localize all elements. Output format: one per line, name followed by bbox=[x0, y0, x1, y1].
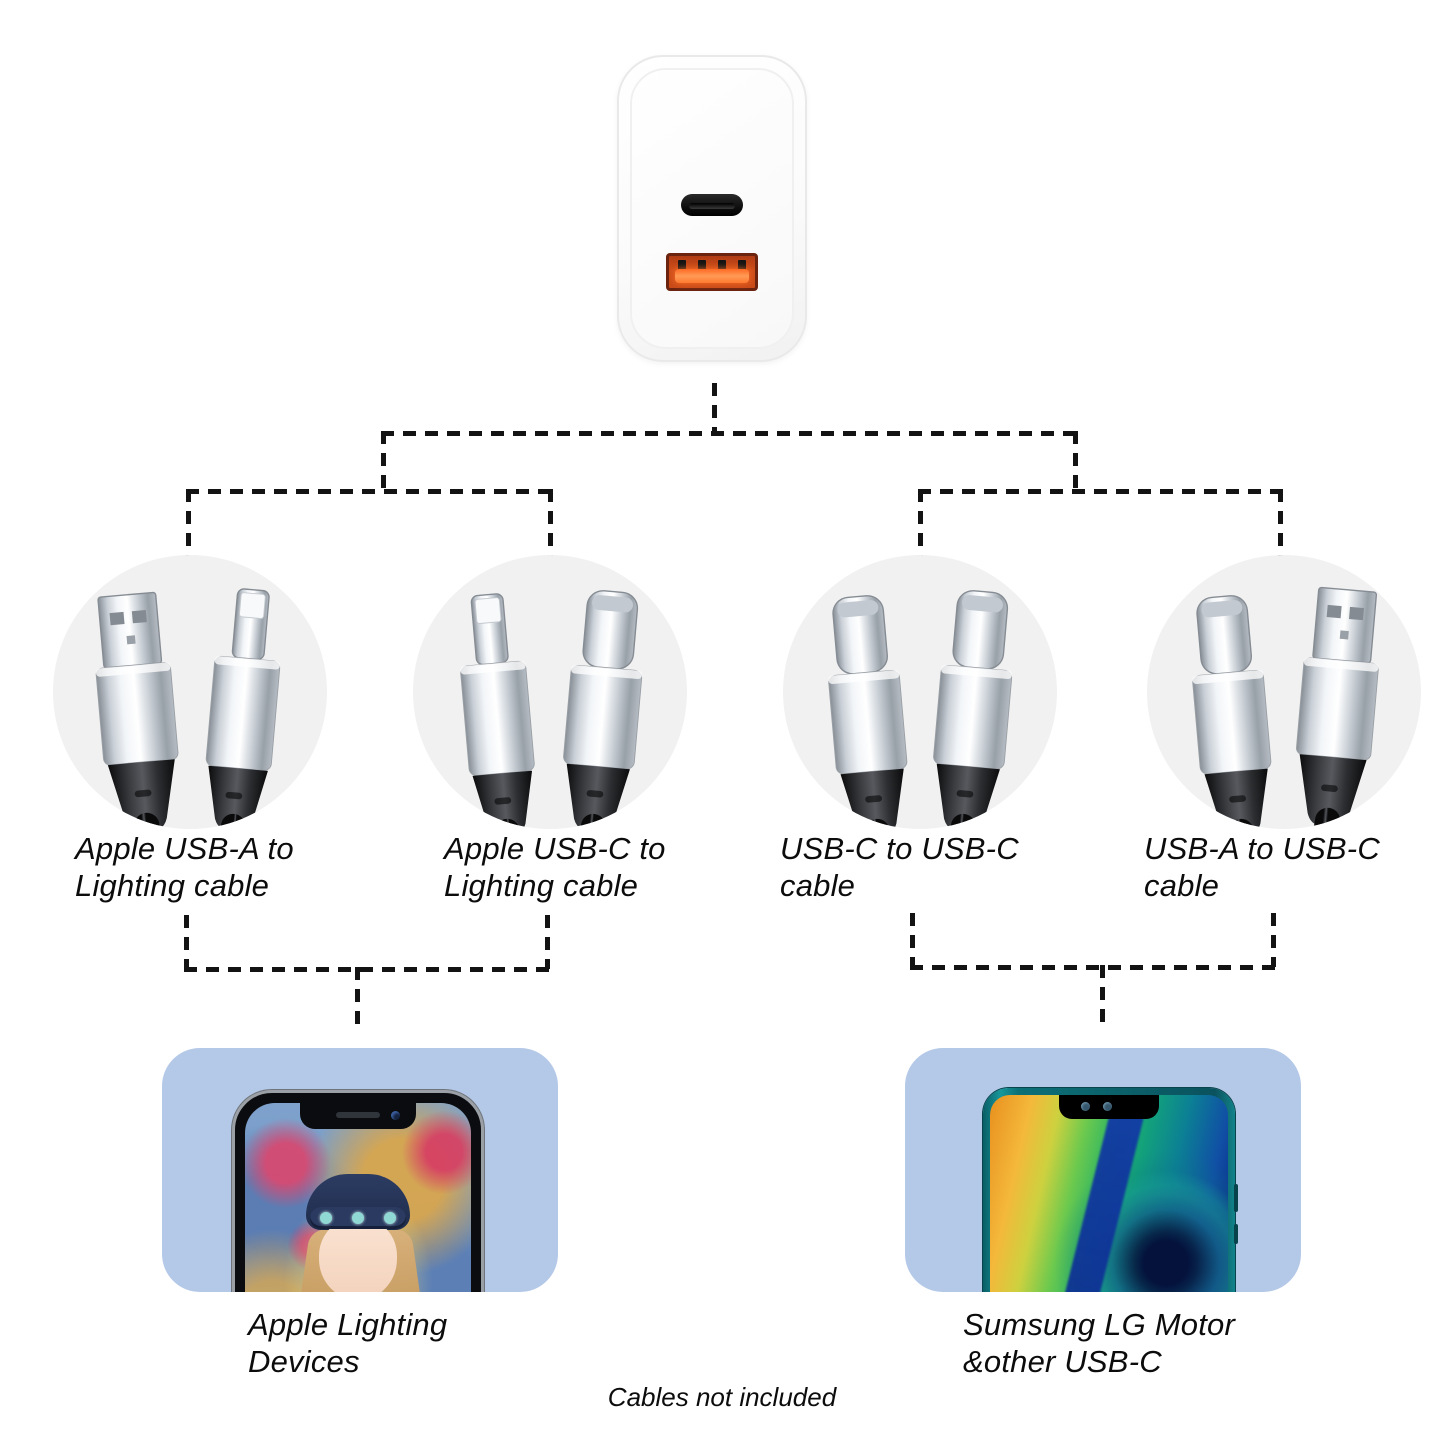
usb-c-port-icon bbox=[681, 194, 743, 216]
usb-c-devices-panel bbox=[905, 1048, 1301, 1292]
volume-button bbox=[1234, 1184, 1238, 1212]
connector-line bbox=[1100, 965, 1105, 1027]
cable-label-2: Apple USB-C to Lighting cable bbox=[444, 831, 666, 903]
android-screen-wallpaper bbox=[990, 1095, 1228, 1292]
iphone-notch bbox=[300, 1103, 416, 1129]
connector-line bbox=[548, 489, 553, 556]
cable-label-3: USB-C to USB-C cable bbox=[780, 831, 1019, 903]
usb-c-connector-icon bbox=[1192, 595, 1272, 829]
lightning-connector-icon bbox=[460, 593, 535, 829]
cable-circle-lightning-usb-c bbox=[413, 555, 687, 829]
front-camera bbox=[391, 1111, 400, 1120]
device-label-usb-c: Sumsung LG Motor &other USB-C bbox=[963, 1307, 1235, 1379]
front-camera bbox=[1103, 1102, 1112, 1111]
connector-pair bbox=[783, 555, 1057, 829]
usb-c-connector-icon bbox=[828, 595, 908, 829]
connector-line bbox=[184, 915, 189, 969]
usb-a-tongue bbox=[675, 269, 749, 283]
connector-line bbox=[918, 489, 1281, 494]
cable-circle-usb-c-usb-a bbox=[1147, 555, 1421, 829]
cable-circle-usb-a-lightning bbox=[53, 555, 327, 829]
connector-line bbox=[381, 431, 386, 491]
connector-pair bbox=[413, 555, 687, 829]
usb-a-pins bbox=[678, 260, 746, 271]
connector-line bbox=[1278, 489, 1283, 556]
device-label-apple: Apple Lighting Devices bbox=[248, 1307, 448, 1379]
iphone-lightning-device bbox=[232, 1090, 484, 1292]
android-notch bbox=[1059, 1095, 1159, 1119]
connector-pair bbox=[1147, 555, 1421, 829]
connector-pair bbox=[53, 555, 327, 829]
front-camera bbox=[1081, 1102, 1090, 1111]
cable-label-1: Apple USB-A to Lighting cable bbox=[75, 831, 294, 903]
usb-c-connector-icon bbox=[933, 590, 1013, 829]
connector-line bbox=[712, 383, 717, 433]
artwork-face bbox=[319, 1218, 397, 1292]
speaker-slot bbox=[336, 1112, 380, 1118]
artwork-headband bbox=[310, 1207, 406, 1230]
cable-circle-usb-c-usb-c bbox=[783, 555, 1057, 829]
cable-label-4: USB-A to USB-C cable bbox=[1144, 831, 1380, 903]
connector-line bbox=[1073, 431, 1078, 491]
lightning-connector-icon bbox=[205, 588, 281, 829]
connector-line bbox=[186, 489, 191, 556]
connector-line bbox=[910, 965, 1276, 970]
connector-line bbox=[1271, 913, 1276, 967]
usb-a-port-icon bbox=[666, 253, 758, 291]
connector-line bbox=[184, 967, 550, 972]
usb-a-connector-icon bbox=[1296, 586, 1379, 829]
connector-line bbox=[918, 489, 923, 556]
connector-line bbox=[910, 913, 915, 967]
connector-line bbox=[355, 967, 360, 1029]
wall-charger bbox=[617, 55, 807, 362]
power-button bbox=[1234, 1224, 1238, 1244]
usb-c-connector-icon bbox=[563, 590, 643, 829]
usb-a-connector-icon bbox=[95, 591, 179, 829]
connector-line bbox=[186, 489, 551, 494]
footnote: Cables not included bbox=[607, 1382, 837, 1412]
apple-devices-panel bbox=[162, 1048, 558, 1292]
connector-line bbox=[545, 915, 550, 969]
connector-line bbox=[381, 431, 1078, 436]
wallpaper-blue-stream bbox=[1020, 1095, 1156, 1292]
iphone-screen-artwork bbox=[245, 1103, 471, 1292]
usb-c-android-device bbox=[983, 1088, 1238, 1292]
